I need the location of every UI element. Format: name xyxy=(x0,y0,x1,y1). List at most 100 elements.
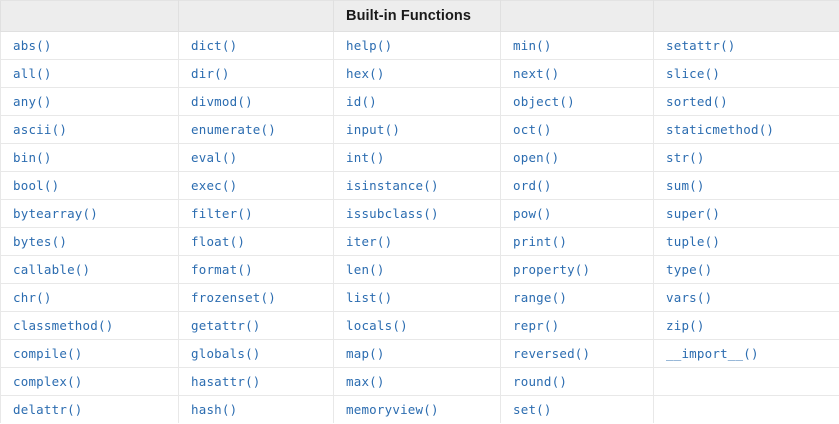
table-cell: setattr() xyxy=(654,32,839,60)
function-link[interactable]: help() xyxy=(346,32,392,59)
function-link[interactable]: pow() xyxy=(513,200,552,227)
table-cell: set() xyxy=(501,396,654,424)
function-link[interactable]: bytearray() xyxy=(13,200,98,227)
function-link[interactable]: set() xyxy=(513,396,552,423)
function-link[interactable]: all() xyxy=(13,60,52,87)
function-link[interactable]: str() xyxy=(666,144,705,171)
table-cell: dict() xyxy=(179,32,334,60)
table-cell: open() xyxy=(501,144,654,172)
table-cell: float() xyxy=(179,228,334,256)
table-cell: frozenset() xyxy=(179,284,334,312)
function-link[interactable]: map() xyxy=(346,340,385,367)
function-link[interactable]: slice() xyxy=(666,60,720,87)
table-cell: bin() xyxy=(1,144,179,172)
function-link[interactable]: delattr() xyxy=(13,396,83,423)
function-link[interactable]: sum() xyxy=(666,172,705,199)
table-cell: bytes() xyxy=(1,228,179,256)
table-cell: bytearray() xyxy=(1,200,179,228)
table-cell: hex() xyxy=(334,60,501,88)
table-cell: enumerate() xyxy=(179,116,334,144)
function-link[interactable]: property() xyxy=(513,256,590,283)
function-link[interactable]: compile() xyxy=(13,340,83,367)
function-link[interactable]: staticmethod() xyxy=(666,116,774,143)
function-link[interactable]: max() xyxy=(346,368,385,395)
function-link[interactable]: list() xyxy=(346,284,392,311)
function-link[interactable]: input() xyxy=(346,116,400,143)
function-link[interactable]: min() xyxy=(513,32,552,59)
table-cell: hasattr() xyxy=(179,368,334,396)
table-cell: tuple() xyxy=(654,228,839,256)
function-link[interactable]: oct() xyxy=(513,116,552,143)
function-link[interactable]: float() xyxy=(191,228,245,255)
function-link[interactable]: getattr() xyxy=(191,312,261,339)
function-link[interactable]: print() xyxy=(513,228,567,255)
table-row: chr() frozenset() list() range() vars() xyxy=(1,284,839,312)
table-cell: sum() xyxy=(654,172,839,200)
table-cell: type() xyxy=(654,256,839,284)
function-link[interactable]: super() xyxy=(666,200,720,227)
function-link[interactable]: dict() xyxy=(191,32,237,59)
function-link[interactable]: len() xyxy=(346,256,385,283)
function-link[interactable]: __import__() xyxy=(666,340,759,367)
function-link[interactable]: range() xyxy=(513,284,567,311)
function-link[interactable]: format() xyxy=(191,256,253,283)
table-header: Built-in Functions xyxy=(1,1,839,32)
function-link[interactable]: exec() xyxy=(191,172,237,199)
function-link[interactable]: frozenset() xyxy=(191,284,276,311)
table-cell: int() xyxy=(334,144,501,172)
function-link[interactable]: object() xyxy=(513,88,575,115)
function-link[interactable]: next() xyxy=(513,60,559,87)
function-link[interactable]: hasattr() xyxy=(191,368,261,395)
function-link[interactable]: ord() xyxy=(513,172,552,199)
function-link[interactable]: classmethod() xyxy=(13,312,113,339)
table-cell: help() xyxy=(334,32,501,60)
function-link[interactable]: memoryview() xyxy=(346,396,439,423)
function-link[interactable]: enumerate() xyxy=(191,116,276,143)
table-cell: iter() xyxy=(334,228,501,256)
function-link[interactable]: dir() xyxy=(191,60,230,87)
function-link[interactable]: eval() xyxy=(191,144,237,171)
table-row: all() dir() hex() next() slice() xyxy=(1,60,839,88)
table-cell: eval() xyxy=(179,144,334,172)
table-cell: repr() xyxy=(501,312,654,340)
table-row: bin() eval() int() open() str() xyxy=(1,144,839,172)
function-link[interactable]: vars() xyxy=(666,284,712,311)
function-link[interactable]: reversed() xyxy=(513,340,590,367)
function-link[interactable]: int() xyxy=(346,144,385,171)
function-link[interactable]: any() xyxy=(13,88,52,115)
function-link[interactable]: sorted() xyxy=(666,88,728,115)
function-link[interactable]: divmod() xyxy=(191,88,253,115)
function-link[interactable]: open() xyxy=(513,144,559,171)
function-link[interactable]: bytes() xyxy=(13,228,67,255)
function-link[interactable]: hash() xyxy=(191,396,237,423)
function-link[interactable]: isinstance() xyxy=(346,172,439,199)
table-cell: ord() xyxy=(501,172,654,200)
function-link[interactable]: iter() xyxy=(346,228,392,255)
function-link[interactable]: issubclass() xyxy=(346,200,439,227)
table-cell: exec() xyxy=(179,172,334,200)
function-link[interactable]: abs() xyxy=(13,32,52,59)
table-cell: range() xyxy=(501,284,654,312)
function-link[interactable]: hex() xyxy=(346,60,385,87)
function-link[interactable]: id() xyxy=(346,88,377,115)
function-link[interactable]: type() xyxy=(666,256,712,283)
function-link[interactable]: complex() xyxy=(13,368,83,395)
function-link[interactable]: locals() xyxy=(346,312,408,339)
function-link[interactable]: ascii() xyxy=(13,116,67,143)
function-link[interactable]: round() xyxy=(513,368,567,395)
function-link[interactable]: callable() xyxy=(13,256,90,283)
function-link[interactable]: filter() xyxy=(191,200,253,227)
function-link[interactable]: zip() xyxy=(666,312,705,339)
function-link[interactable]: bool() xyxy=(13,172,59,199)
function-link[interactable]: globals() xyxy=(191,340,261,367)
table-cell: sorted() xyxy=(654,88,839,116)
function-link[interactable]: tuple() xyxy=(666,228,720,255)
function-link[interactable]: bin() xyxy=(13,144,52,171)
function-link[interactable]: repr() xyxy=(513,312,559,339)
header-cell-4 xyxy=(501,1,654,32)
table-cell: isinstance() xyxy=(334,172,501,200)
function-link[interactable]: setattr() xyxy=(666,32,736,59)
function-link[interactable]: chr() xyxy=(13,284,52,311)
table-row: callable() format() len() property() type() xyxy=(1,256,839,284)
